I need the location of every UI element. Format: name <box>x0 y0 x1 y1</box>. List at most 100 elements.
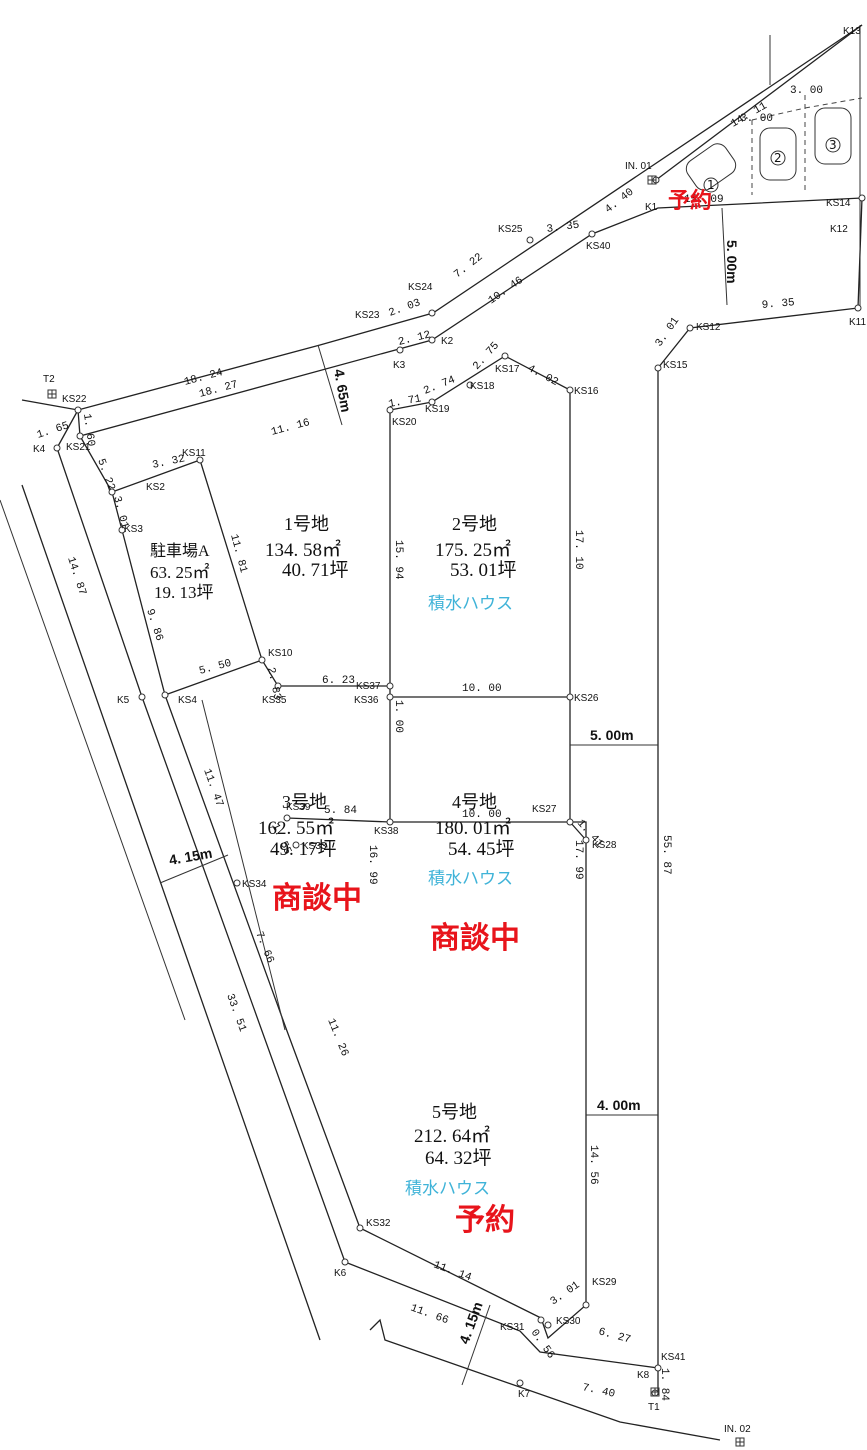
svg-text:4. 40: 4. 40 <box>603 186 636 216</box>
svg-text:180. 01㎡: 180. 01㎡ <box>435 816 511 839</box>
svg-text:7. 22: 7. 22 <box>452 251 485 281</box>
svg-text:K3: K3 <box>393 360 406 371</box>
parking-a-label: 駐車場A 63. 25㎡ 19. 13坪 <box>150 542 214 602</box>
svg-text:1. 65: 1. 65 <box>36 420 71 442</box>
svg-text:134. 58㎡: 134. 58㎡ <box>265 538 341 561</box>
svg-text:17. 99: 17. 99 <box>572 840 584 880</box>
svg-text:3. 00: 3. 00 <box>740 113 773 125</box>
svg-text:KS34: KS34 <box>242 879 267 890</box>
svg-text:積水ハウス: 積水ハウス <box>428 594 513 614</box>
svg-text:駐車場A: 駐車場A <box>150 542 210 560</box>
svg-text:10. 46: 10. 46 <box>486 275 525 308</box>
lot-3-label: 3号地 162. 55㎡ 49. 17坪 商談中 <box>258 792 362 916</box>
lot-1-label: 1号地 134. 58㎡ 40. 71坪 <box>265 514 349 581</box>
svg-text:K8: K8 <box>637 1370 650 1381</box>
svg-text:5. 84: 5. 84 <box>324 805 357 817</box>
svg-text:KS33: KS33 <box>302 841 327 852</box>
lot-2-label: 2号地 175. 25㎡ 53. 01坪 積水ハウス <box>428 514 517 614</box>
svg-text:11. 81: 11. 81 <box>227 533 249 575</box>
svg-text:4. 02: 4. 02 <box>525 363 560 389</box>
svg-text:K4: K4 <box>33 444 46 455</box>
svg-text:5. 00m: 5. 00m <box>590 727 634 743</box>
svg-text:3. 01: 3. 01 <box>548 1279 582 1308</box>
parking-spaces: 1 2 3 <box>685 95 863 195</box>
lot-5-status: 予約 <box>455 1203 515 1238</box>
svg-text:5. 22: 5. 22 <box>94 457 117 492</box>
svg-text:5. 00m: 5. 00m <box>724 240 740 284</box>
svg-text:2. 74: 2. 74 <box>422 374 457 398</box>
svg-text:7. 40: 7. 40 <box>581 1382 616 1401</box>
svg-text:63. 25㎡: 63. 25㎡ <box>150 563 210 582</box>
svg-text:KS3: KS3 <box>124 524 143 535</box>
svg-text:KS27: KS27 <box>532 804 557 815</box>
svg-text:KS31: KS31 <box>500 1322 525 1333</box>
svg-text:1. 71: 1. 71 <box>388 393 423 411</box>
svg-text:KS20: KS20 <box>392 417 417 428</box>
svg-text:K11: K11 <box>849 317 866 328</box>
space-1-number: 1 <box>707 178 715 192</box>
lot-4-status: 商談中 <box>430 921 520 956</box>
svg-text:7. 66: 7. 66 <box>252 930 275 965</box>
svg-text:KS17: KS17 <box>495 364 520 375</box>
svg-text:KS21: KS21 <box>66 442 91 453</box>
survey-points <box>53 176 866 1397</box>
car-1 <box>685 143 737 191</box>
svg-text:KS11: KS11 <box>182 448 206 459</box>
svg-text:KS14: KS14 <box>826 198 851 209</box>
svg-text:IN. 02: IN. 02 <box>724 1424 751 1435</box>
svg-text:4. 00m: 4. 00m <box>597 1097 641 1113</box>
svg-text:K1: K1 <box>645 202 658 213</box>
svg-text:5. 50: 5. 50 <box>198 658 233 678</box>
svg-text:54. 45坪: 54. 45坪 <box>448 838 515 860</box>
svg-text:KS19: KS19 <box>425 404 450 415</box>
svg-text:15. 09: 15. 09 <box>684 194 724 206</box>
svg-text:KS28: KS28 <box>592 840 617 851</box>
point-labels: K13 IN. 01 K1 KS14 K12 KS40 KS25 KS24 KS… <box>33 26 866 1435</box>
svg-text:KS18: KS18 <box>470 381 495 392</box>
space-2-number: 2 <box>774 151 782 165</box>
svg-text:KS38: KS38 <box>374 826 399 837</box>
svg-text:KS2: KS2 <box>146 482 165 493</box>
svg-text:KS12: KS12 <box>696 322 721 333</box>
svg-text:KS25: KS25 <box>498 224 523 235</box>
svg-text:19. 13坪: 19. 13坪 <box>154 583 214 602</box>
svg-text:53. 01坪: 53. 01坪 <box>450 559 517 581</box>
svg-text:KS4: KS4 <box>178 695 197 706</box>
space-3-number: 3 <box>829 138 837 152</box>
svg-text:15. 94: 15. 94 <box>392 540 404 580</box>
car-2 <box>759 127 797 181</box>
road-widths: 5. 00m 4. 65m 5. 00m 4. 15m 4. 00m 4. 15… <box>168 240 740 1346</box>
svg-text:4. 15m: 4. 15m <box>456 1300 486 1346</box>
svg-text:KS26: KS26 <box>574 693 599 704</box>
svg-text:KS29: KS29 <box>592 1277 617 1288</box>
svg-text:10. 00: 10. 00 <box>462 809 502 821</box>
benchmarks <box>47 175 745 1447</box>
svg-text:KS39: KS39 <box>286 802 311 813</box>
svg-text:KS16: KS16 <box>574 386 599 397</box>
svg-text:KS23: KS23 <box>355 310 380 321</box>
svg-text:KS22: KS22 <box>62 394 87 405</box>
svg-text:11. 26: 11. 26 <box>324 1017 350 1058</box>
svg-text:3. 01: 3. 01 <box>653 315 682 349</box>
svg-text:14. 87: 14. 87 <box>64 556 88 597</box>
svg-text:K6: K6 <box>334 1268 347 1279</box>
svg-text:KS32: KS32 <box>366 1218 391 1229</box>
svg-text:KS40: KS40 <box>586 241 611 252</box>
svg-text:162. 55㎡: 162. 55㎡ <box>258 816 334 839</box>
svg-text:6. 23: 6. 23 <box>322 675 355 687</box>
svg-text:6. 27: 6. 27 <box>597 1326 632 1346</box>
svg-text:55. 87: 55. 87 <box>660 835 672 875</box>
svg-text:KS30: KS30 <box>556 1316 581 1327</box>
svg-text:K7: K7 <box>518 1389 531 1400</box>
svg-text:16. 99: 16. 99 <box>366 845 378 885</box>
svg-text:11. 66: 11. 66 <box>409 1302 450 1327</box>
svg-text:3. 35: 3. 35 <box>546 219 580 235</box>
svg-text:9. 35: 9. 35 <box>761 297 795 312</box>
svg-text:1. 00: 1. 00 <box>392 700 404 733</box>
lot-4-label: 4号地 180. 01㎡ 54. 45坪 積水ハウス 商談中 <box>428 792 520 956</box>
svg-text:KS10: KS10 <box>268 648 293 659</box>
lot-3-status: 商談中 <box>272 881 362 916</box>
svg-text:積水ハウス: 積水ハウス <box>405 1179 490 1199</box>
svg-text:T1: T1 <box>648 1402 660 1413</box>
